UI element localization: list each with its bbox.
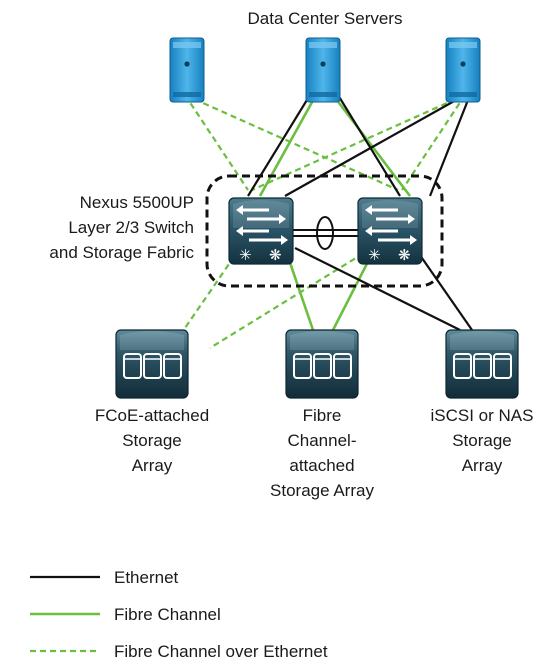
switch-label-line: and Storage Fabric xyxy=(49,243,194,262)
legend: Ethernet Fibre Channel Fibre Channel ove… xyxy=(30,568,328,661)
server-icon xyxy=(169,37,205,103)
ethernet-link xyxy=(284,94,466,197)
ethernet-link xyxy=(294,247,461,331)
storage-array-icon xyxy=(445,329,519,399)
switch-label-line: Layer 2/3 Switch xyxy=(68,218,194,237)
fc-link xyxy=(258,94,318,197)
fc-storage-label: attached xyxy=(289,456,354,475)
diagram-title: Data Center Servers xyxy=(248,9,403,28)
switch-label: Nexus 5500UP Layer 2/3 Switch and Storag… xyxy=(49,193,194,262)
connections xyxy=(184,93,473,349)
fcoe-storage-label: FCoE-attached xyxy=(95,406,209,425)
fc-storage-label: Channel- xyxy=(288,431,357,450)
fcoe-link xyxy=(184,247,241,329)
port-channel-ring xyxy=(316,216,334,250)
legend-fc-label: Fibre Channel xyxy=(114,605,221,624)
fc-storage-label: Fibre xyxy=(303,406,342,425)
ethernet-link xyxy=(337,94,401,197)
fc-link xyxy=(331,94,412,197)
multilayer-switch-icon: ✳❋ xyxy=(228,197,294,265)
multilayer-switch-icon: ✳❋ xyxy=(357,197,423,265)
storage-array-icon xyxy=(285,329,359,399)
svg-text:✳: ✳ xyxy=(368,246,381,264)
legend-fcoe-label: Fibre Channel over Ethernet xyxy=(114,642,328,661)
ethernet-link xyxy=(247,94,311,197)
fcoe-link xyxy=(401,94,466,191)
fcoe-link xyxy=(184,94,249,191)
svg-text:❋: ❋ xyxy=(269,246,282,264)
switch-fabric-boundary xyxy=(205,174,444,288)
ethernet-link xyxy=(414,247,473,331)
iscsi-storage-label: iSCSI or NAS xyxy=(431,406,534,425)
server-icon xyxy=(305,37,341,103)
iscsi-storage-label: Storage xyxy=(452,431,512,450)
switch-label-line: Nexus 5500UP xyxy=(80,193,194,212)
fcoe-link xyxy=(251,93,466,192)
ethernet-link xyxy=(428,94,472,197)
svg-text:❋: ❋ xyxy=(398,246,411,264)
storage-labels: FCoE-attached Storage Array Fibre Channe… xyxy=(95,406,534,500)
fcoe-link xyxy=(184,93,399,192)
svg-text:✳: ✳ xyxy=(239,246,252,264)
fcoe-storage-label: Array xyxy=(132,456,173,475)
fcoe-storage-label: Storage xyxy=(122,431,182,450)
fcoe-links xyxy=(184,93,466,349)
legend-ethernet-label: Ethernet xyxy=(114,568,179,587)
server-icon xyxy=(445,37,481,103)
fc-storage-label: Storage Array xyxy=(270,481,374,500)
ethernet-links xyxy=(247,94,473,331)
storage-array-icon xyxy=(115,329,189,399)
fcoe-link xyxy=(209,247,373,349)
iscsi-storage-label: Array xyxy=(462,456,503,475)
